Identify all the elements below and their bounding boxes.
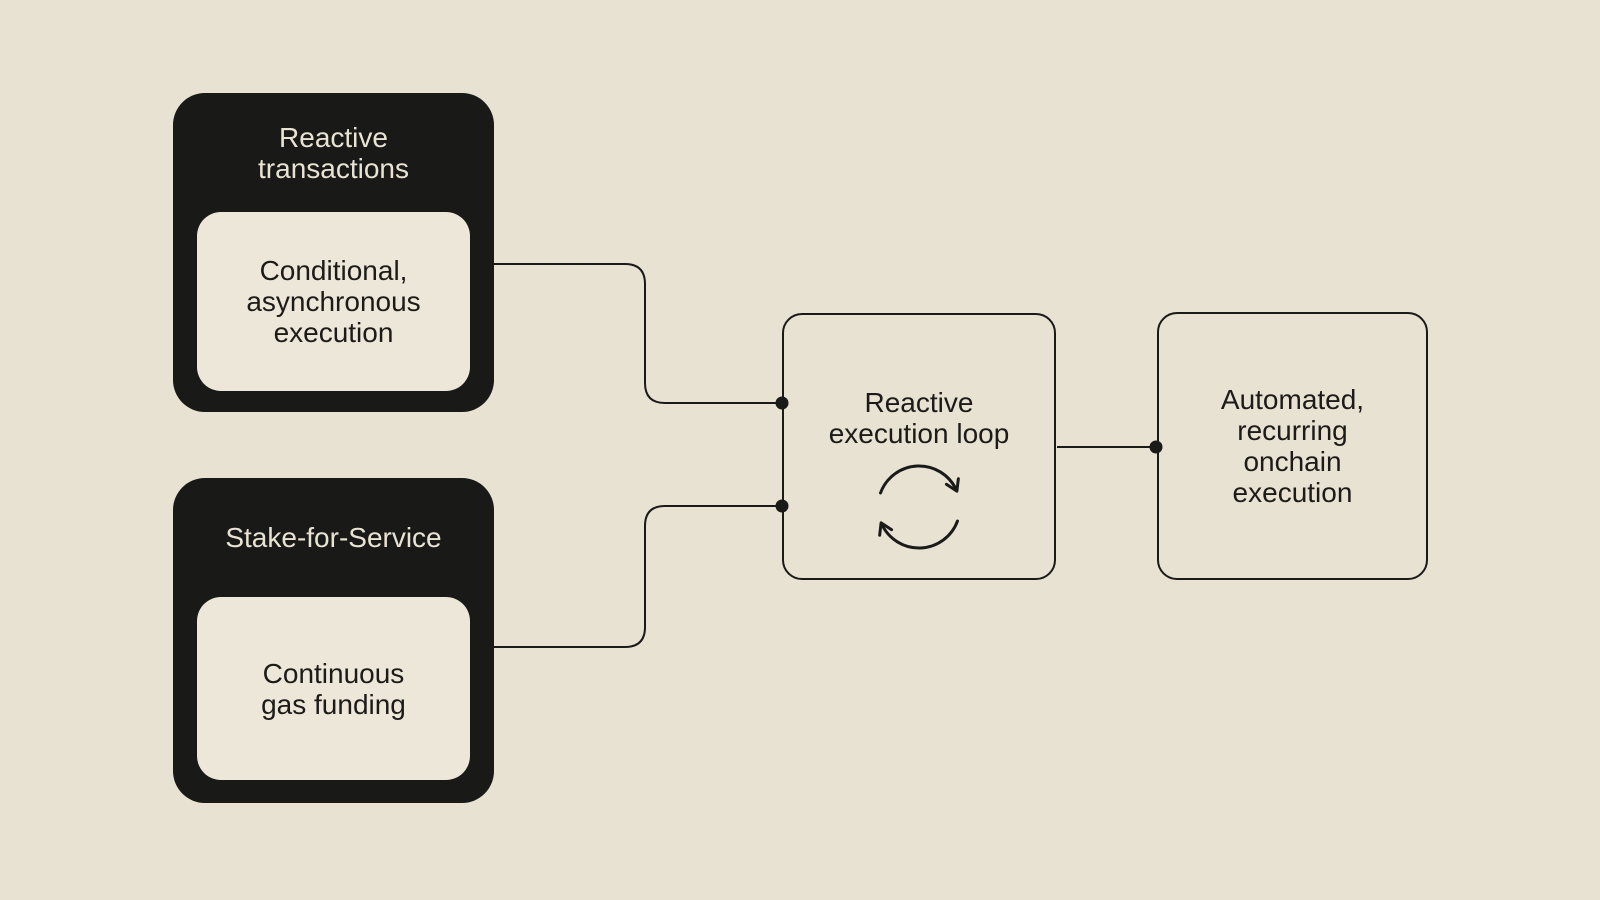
cycle-arrows-icon [878, 464, 960, 550]
connection-dot [1149, 440, 1163, 454]
node-outcome: Automated, recurring onchain execution [1157, 312, 1428, 580]
node-detail-card: Continuous gas funding [197, 597, 470, 780]
connector-stake-to-loop [494, 505, 781, 648]
node-detail-text: Continuous gas funding [261, 657, 406, 720]
node-title: Reactive transactions [258, 121, 409, 184]
node-detail-card: Conditional, asynchronous execution [197, 212, 470, 391]
node-reactive-transactions: Reactive transactions Conditional, async… [173, 93, 494, 412]
node-execution-loop: Reactive execution loop [782, 313, 1056, 580]
node-label: Automated, recurring onchain execution [1220, 384, 1365, 508]
connector-reactive-to-loop [494, 263, 781, 404]
node-detail-text: Conditional, asynchronous execution [246, 255, 421, 348]
node-label: Reactive execution loop [828, 387, 1010, 449]
node-title: Stake-for-Service [225, 522, 442, 553]
node-stake-for-service: Stake-for-Service Continuous gas funding [173, 478, 494, 803]
